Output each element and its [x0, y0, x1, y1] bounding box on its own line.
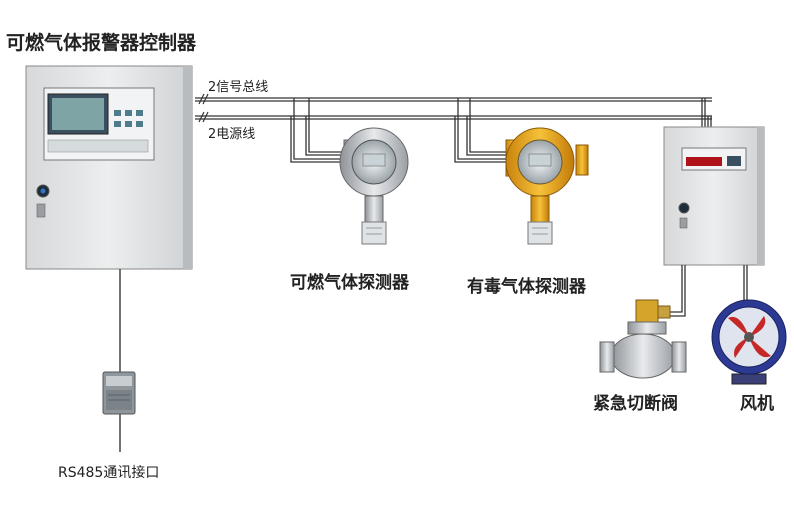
- axial-fan: [711, 299, 787, 385]
- power-bus-line: [195, 115, 712, 120]
- rs485-label: RS485通讯接口: [58, 465, 160, 481]
- fan-wires: [743, 265, 748, 304]
- rs485-module: [102, 371, 136, 415]
- relay-cabinet-wires: [701, 98, 712, 127]
- diagram-title: 可燃气体报警器控制器: [6, 32, 197, 54]
- fan-label: 风机: [740, 394, 774, 414]
- toxic-detector-label: 有毒气体探测器: [467, 277, 586, 297]
- combustible-gas-detector: [339, 127, 409, 245]
- signal-bus-label: 2信号总线: [208, 80, 269, 95]
- shutoff-valve-label: 紧急切断阀: [593, 394, 678, 414]
- toxic-gas-detector: [505, 127, 589, 245]
- valve-wires: [670, 265, 686, 317]
- combustible-detector-wires: [290, 98, 345, 163]
- relay-cabinet: [663, 126, 765, 266]
- signal-bus-line: [195, 97, 712, 102]
- toxic-detector-wires: [454, 98, 508, 163]
- shutoff-valve: [599, 299, 687, 379]
- power-bus-label: 2电源线: [208, 127, 256, 142]
- combustible-detector-label: 可燃气体探测器: [290, 273, 409, 293]
- controller-buttons: [114, 110, 143, 127]
- controller-cabinet: [25, 65, 193, 270]
- bus-break-marks: [198, 93, 209, 123]
